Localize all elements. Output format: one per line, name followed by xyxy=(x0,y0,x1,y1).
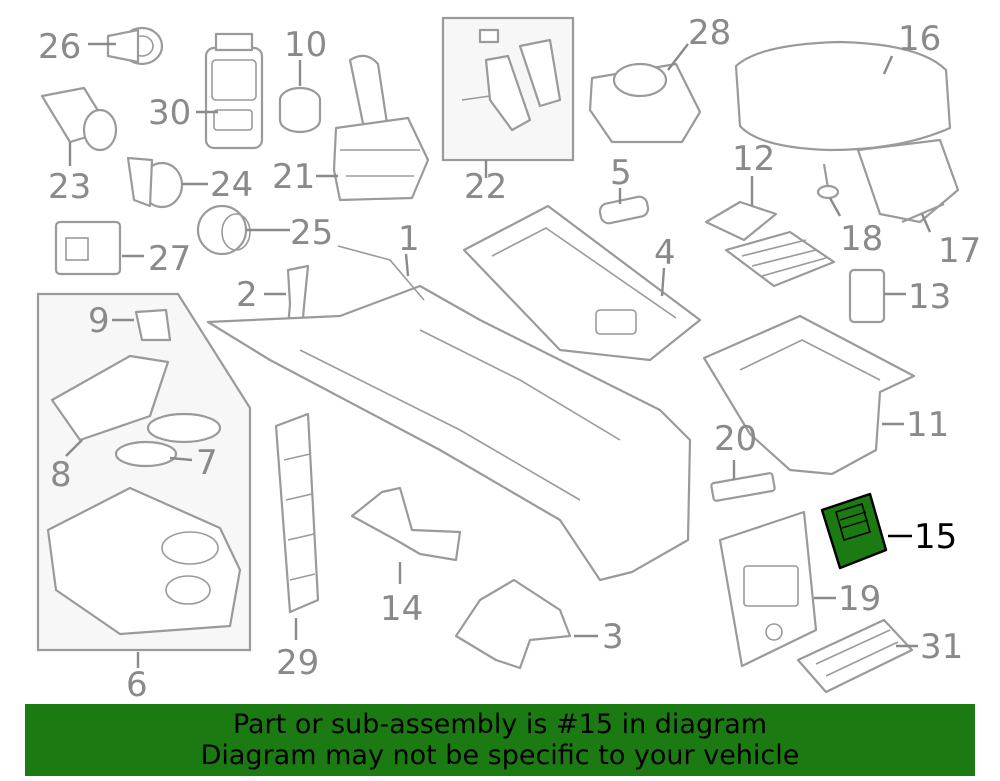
part-30 xyxy=(204,32,264,150)
part-18 xyxy=(816,163,840,200)
part-28 xyxy=(588,62,702,144)
part-1 xyxy=(206,245,692,582)
callout-17: 17 xyxy=(938,231,981,271)
callout-30: 30 xyxy=(148,93,191,133)
callout-1: 1 xyxy=(398,219,420,259)
callout-10: 10 xyxy=(284,25,327,65)
callout-31: 31 xyxy=(920,627,963,667)
part-9 xyxy=(134,308,172,342)
banner-line-2: Diagram may not be specific to your vehi… xyxy=(200,740,800,771)
part-25 xyxy=(196,204,251,256)
callout-2: 2 xyxy=(236,275,258,315)
part-10 xyxy=(278,86,322,134)
part-31 xyxy=(796,618,914,694)
callout-20: 20 xyxy=(714,419,757,459)
callout-3: 3 xyxy=(602,617,624,657)
part-15-highlighted xyxy=(820,492,888,570)
part-3 xyxy=(454,578,572,670)
callout-23: 23 xyxy=(48,167,91,207)
callout-24: 24 xyxy=(210,165,253,205)
callout-22: 22 xyxy=(464,167,507,207)
part-6 xyxy=(46,486,242,636)
part-21 xyxy=(332,54,430,202)
part-24 xyxy=(126,156,184,209)
part-22 xyxy=(461,28,562,132)
part-14 xyxy=(350,486,462,562)
callout-5: 5 xyxy=(610,153,632,193)
part-8 xyxy=(50,354,170,442)
part-23 xyxy=(40,86,118,152)
leader-lines xyxy=(65,42,932,668)
callout-12: 12 xyxy=(732,139,775,179)
callout-19: 19 xyxy=(838,579,881,619)
banner-line-1: Part or sub-assembly is #15 in diagram xyxy=(232,709,768,740)
callout-18: 18 xyxy=(840,219,883,259)
callout-7: 7 xyxy=(196,443,218,483)
callout-11: 11 xyxy=(906,405,949,445)
part-27 xyxy=(54,220,122,276)
callout-9: 9 xyxy=(88,301,110,341)
part-26 xyxy=(106,26,164,66)
callout-21: 21 xyxy=(272,157,315,197)
callout-13: 13 xyxy=(908,277,951,317)
callout-4: 4 xyxy=(654,233,676,273)
part-16 xyxy=(734,40,960,224)
callout-14: 14 xyxy=(380,589,423,629)
part-11 xyxy=(702,314,916,476)
notice-banner: Part or sub-assembly is #15 in diagram D… xyxy=(25,704,975,776)
callout-25: 25 xyxy=(290,213,333,253)
part-4 xyxy=(462,204,702,362)
part-12 xyxy=(704,200,836,288)
part-20 xyxy=(710,472,776,502)
part-29 xyxy=(274,412,320,614)
part-7 xyxy=(114,412,222,468)
callout-26: 26 xyxy=(38,27,81,67)
callout-6: 6 xyxy=(126,665,148,705)
callout-16: 16 xyxy=(898,19,941,59)
part-13 xyxy=(848,268,886,324)
callout-8: 8 xyxy=(50,455,72,495)
part-19 xyxy=(718,510,818,668)
callout-28: 28 xyxy=(688,13,731,53)
callout-29: 29 xyxy=(276,643,319,683)
part-17 xyxy=(901,202,945,224)
part-5 xyxy=(598,195,650,225)
callout-27: 27 xyxy=(148,239,191,279)
callout-15: 15 xyxy=(914,517,957,557)
